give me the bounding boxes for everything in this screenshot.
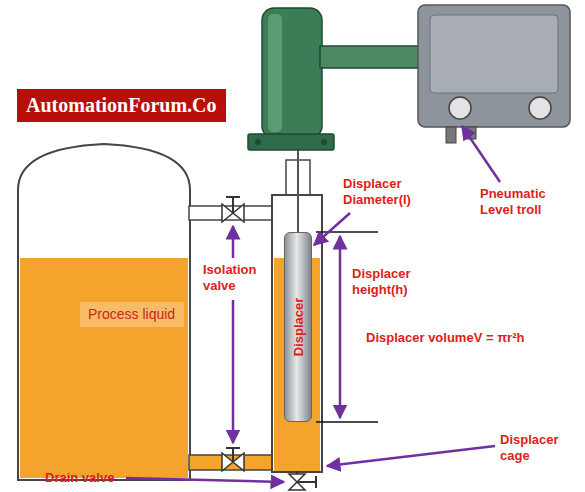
valve-handle — [226, 447, 240, 449]
torque-tube-housing — [262, 8, 322, 138]
flange-bolt — [321, 139, 327, 145]
air-fitting — [446, 127, 456, 143]
valve-handle — [297, 481, 316, 483]
displacer-body: Displacer — [284, 232, 312, 422]
pressure-gauge — [449, 97, 471, 119]
mounting-flange — [248, 134, 334, 150]
displacer-rod — [297, 148, 299, 234]
dimension-line — [316, 421, 378, 423]
dimension-label: Displacer height(h) — [352, 266, 444, 297]
process-liquid — [20, 258, 188, 478]
part-label: Pneumatic Level troll — [480, 186, 572, 217]
isolation-valve — [222, 453, 233, 471]
dimension-arrow — [339, 236, 342, 418]
valve-handle — [315, 476, 317, 488]
drain-valve — [289, 482, 305, 490]
label-text: Displacer volumeV = πr²h — [366, 330, 578, 346]
leader-arrow — [327, 446, 495, 466]
vertical-label: Displacer — [291, 298, 306, 357]
displacer-cage — [272, 195, 322, 472]
pressure-gauge — [529, 97, 551, 119]
leader-arrow — [314, 213, 350, 245]
valve-stem — [232, 448, 234, 462]
isolation-valve — [233, 204, 244, 222]
controller-cover — [430, 15, 558, 93]
part-label: Displacer cage — [500, 432, 578, 463]
label-text: Drain valve — [45, 470, 125, 486]
leader-arrow — [232, 300, 235, 443]
liquid-label-box: Process liquid — [80, 302, 184, 327]
leader-arrow — [126, 478, 284, 482]
isolation-valve — [222, 204, 233, 222]
label-text: Pneumatic Level troll — [480, 186, 572, 217]
node-text: AutomationForum.Co — [26, 94, 217, 117]
vessel-outline — [18, 144, 190, 480]
watermark-box: AutomationForum.Co — [17, 89, 226, 122]
leader-arrow — [462, 126, 500, 182]
formula-label: Displacer volumeV = πr²h — [366, 330, 578, 346]
part-label: Isolation valve — [203, 262, 269, 293]
part-label: Displacer Diameter(l) — [343, 176, 435, 207]
isolation-valve — [233, 453, 244, 471]
housing-highlight — [268, 14, 282, 132]
dimension-line — [316, 231, 378, 233]
valve-stem — [232, 197, 234, 213]
valve-handle — [226, 196, 240, 198]
torque-arm — [320, 46, 420, 68]
pneumatic-controller — [418, 5, 570, 127]
part-label: Drain valve — [45, 470, 125, 486]
drain-valve — [289, 474, 305, 482]
leader-arrow — [232, 226, 235, 258]
node-text: Process liquid — [88, 306, 176, 323]
label-text: Isolation valve — [203, 262, 269, 293]
label-text: Displacer Diameter(l) — [343, 176, 435, 207]
flange-bolt — [255, 139, 261, 145]
label-text: Displacer height(h) — [352, 266, 444, 297]
label-text: Displacer cage — [500, 432, 578, 463]
